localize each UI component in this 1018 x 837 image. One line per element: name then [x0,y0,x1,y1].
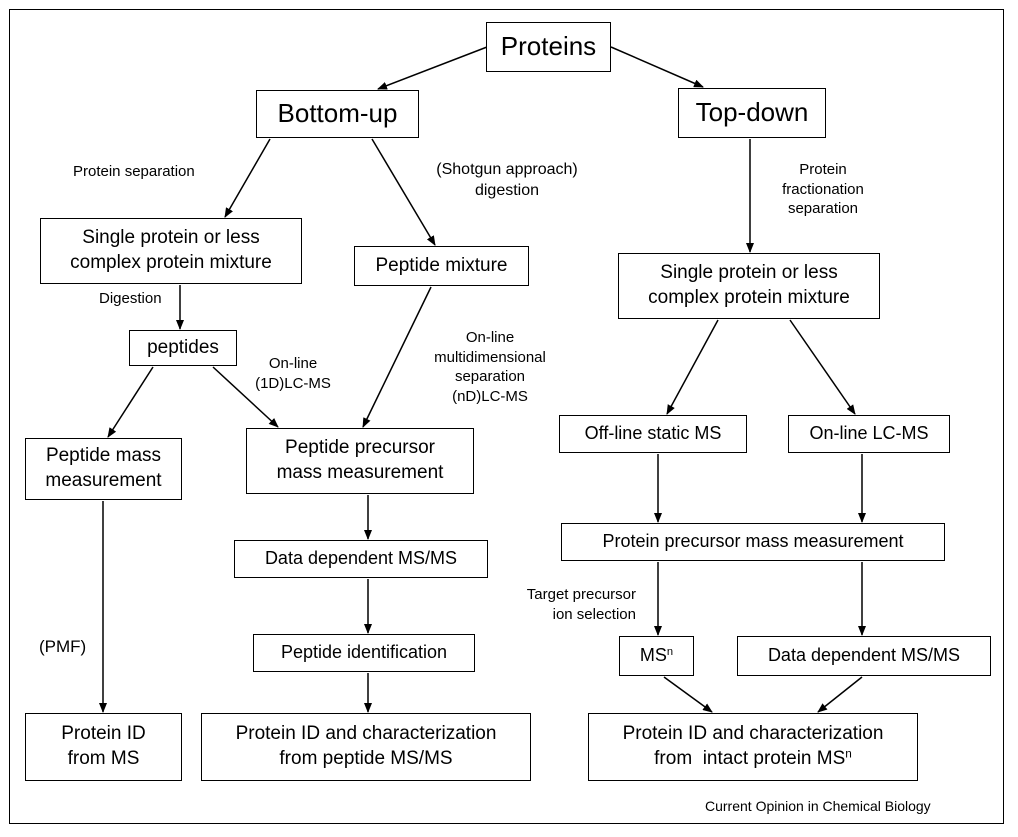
online-multi-label: On-line multidimensional separation (nD)… [420,328,560,406]
bu-single-protein-box: Single protein or less complex protein m… [40,218,302,284]
digestion-label: Digestion [99,290,162,307]
arrow-proteins-to-top-down [610,46,704,88]
target-precursor-line1: Target precursor [526,586,636,603]
arrow-td-single-to-offline [666,319,719,415]
ms-n-label: MSn [640,644,673,667]
online-multi-line4: (nD)LC-MS [452,387,528,405]
top-down-label: Top-down [695,97,809,128]
arrow-bottom-up-to-peptide-mixture [371,138,436,246]
td-fractionation-label: Protein fractionation separation [773,160,873,219]
top-down-box: Top-down [678,88,826,138]
peptide-mass-measurement-box: Peptide mass measurement [25,438,182,500]
bu-data-dependent-box: Data dependent MS/MS [234,540,488,578]
credit-label: Current Opinion in Chemical Biology [705,798,931,814]
online-lc-ms-box: On-line LC-MS [788,415,950,453]
protein-id-from-ms-line1: Protein ID [61,723,146,745]
ms-n-text: MS [639,645,667,666]
protein-id-peptide-box: Protein ID and characterization from pep… [201,713,531,781]
arrow-td-data-dependent-to-protein-id-intact [817,676,863,713]
peptide-precursor-line2: mass measurement [276,462,444,483]
online-1d-line1: On-line [268,355,318,372]
td-fractionation-line3: separation [787,200,859,217]
online-lc-ms-label: On-line LC-MS [809,423,929,444]
td-fractionation-line1: Protein [799,161,847,178]
peptide-identification-box: Peptide identification [253,634,475,672]
arrow-proteins-to-bottom-up [377,46,488,90]
td-single-protein-box: Single protein or less complex protein m… [618,253,880,319]
shotgun-line2: digestion [474,181,540,199]
offline-static-ms-box: Off-line static MS [559,415,747,453]
protein-id-intact-line2-wrap: from intact protein MSn [654,747,852,772]
td-single-protein-line1: Single protein or less [660,262,838,284]
protein-id-peptide-line2: from peptide MS/MS [279,748,453,769]
peptides-label: peptides [147,336,219,358]
td-fractionation-line2: fractionation [782,180,864,198]
proteins-box: Proteins [486,22,611,72]
protein-precursor-box: Protein precursor mass measurement [561,523,945,561]
offline-static-ms-label: Off-line static MS [584,423,722,444]
protein-id-intact-box: Protein ID and characterization from int… [588,713,918,781]
peptide-precursor-line1: Peptide precursor [285,437,435,459]
shotgun-label: (Shotgun approach) digestion [409,160,605,202]
protein-id-intact-line1: Protein ID and characterization [622,723,884,745]
protein-id-intact-line2: from intact protein MS [654,748,846,769]
protein-precursor-label: Protein precursor mass measurement [602,531,904,552]
target-precursor-label: Target precursor ion selection [498,585,636,624]
bottom-up-box: Bottom-up [256,90,419,138]
protein-id-from-ms-box: Protein ID from MS [25,713,182,781]
target-precursor-line2: ion selection [552,605,636,623]
bu-data-dependent-label: Data dependent MS/MS [264,548,458,569]
protein-separation-label: Protein separation [73,163,195,180]
ms-n-box: MSn [619,636,694,676]
protein-id-from-ms-line2: from MS [67,748,140,769]
arrow-peptides-to-peptide-mass [107,366,154,438]
td-data-dependent-label: Data dependent MS/MS [767,645,961,666]
peptide-identification-label: Peptide identification [280,642,448,663]
td-single-protein-line2: complex protein mixture [648,287,850,308]
proteins-label: Proteins [500,31,597,62]
peptides-box: peptides [129,330,237,366]
bottom-up-label: Bottom-up [277,98,398,129]
td-data-dependent-box: Data dependent MS/MS [737,636,991,676]
bu-single-protein-line2: complex protein mixture [70,252,272,273]
peptide-mixture-box: Peptide mixture [354,246,529,286]
online-multi-line3: separation [454,368,526,385]
online-1d-label: On-line (1D)LC-MS [243,354,343,393]
shotgun-line1: (Shotgun approach) [436,161,578,178]
online-1d-line2: (1D)LC-MS [255,374,331,392]
bu-single-protein-line1: Single protein or less [82,227,260,249]
pmf-label: (PMF) [39,637,87,656]
online-multi-line1: On-line [465,329,515,346]
peptide-mass-line1: Peptide mass [45,445,162,467]
peptide-mixture-label: Peptide mixture [375,254,508,276]
arrow-peptide-mixture-to-precursor [362,286,432,428]
arrow-bottom-up-to-single-protein [224,138,271,218]
peptide-precursor-box: Peptide precursor mass measurement [246,428,474,494]
arrow-td-single-to-online [789,319,856,415]
protein-id-intact-superscript: n [845,747,852,761]
peptide-mass-line2: measurement [45,470,162,491]
arrow-ms-n-to-protein-id-intact [663,676,713,713]
ms-n-superscript: n [666,646,674,659]
figure-frame [9,9,1004,824]
arrow-peptides-to-peptide-precursor [212,366,279,428]
online-multi-line2: multidimensional [434,348,546,366]
protein-id-peptide-line1: Protein ID and characterization [235,723,497,745]
